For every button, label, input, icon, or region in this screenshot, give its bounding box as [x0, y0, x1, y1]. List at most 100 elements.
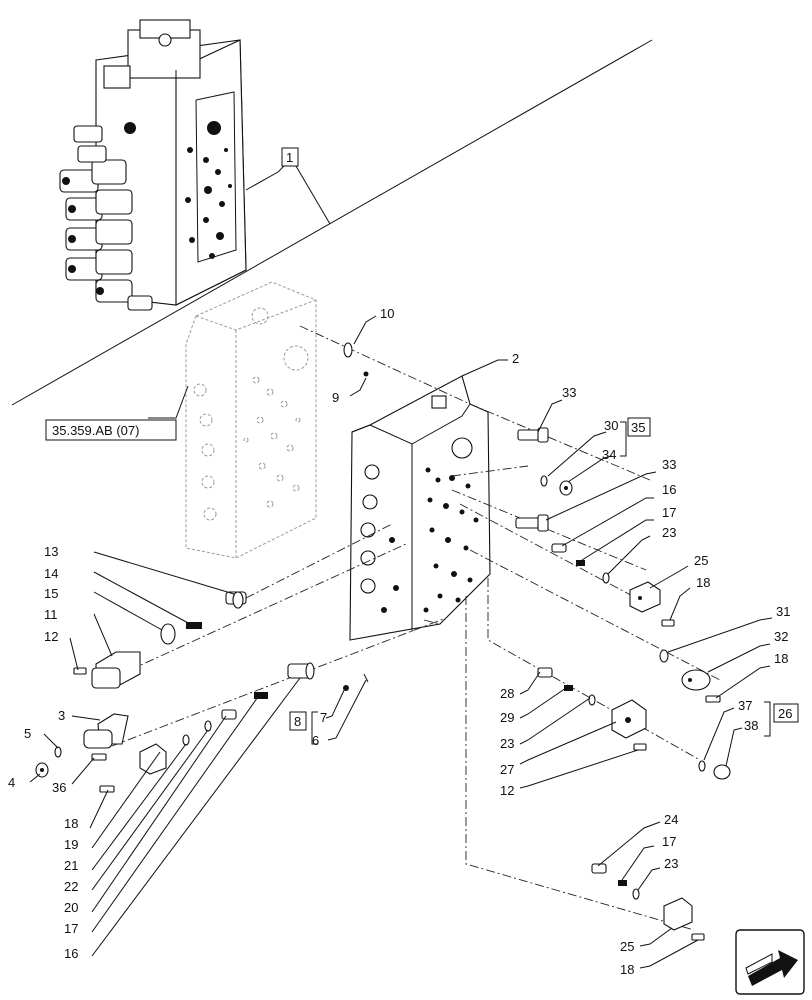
- callout-26: 26: [778, 706, 792, 721]
- o-ring-10: [343, 342, 353, 358]
- kit-bracket-35: 35: [620, 417, 651, 457]
- spool-13: [225, 591, 247, 609]
- callout-35: 35: [631, 420, 645, 435]
- callout-16-upper: 16: [662, 482, 676, 497]
- spring-29: [564, 685, 573, 691]
- callout-18-mid: 18: [774, 651, 788, 666]
- callout-19: 19: [64, 837, 78, 852]
- callout-17-left: 17: [64, 921, 78, 936]
- spring-17-upper: [576, 560, 585, 566]
- callout-34: 34: [602, 447, 616, 462]
- callout-18-upper: 18: [696, 575, 710, 590]
- callout-6: 6: [312, 733, 319, 748]
- callout-12-left: 12: [44, 629, 58, 644]
- screw-18-lower: [691, 933, 705, 941]
- callout-38: 38: [744, 718, 758, 733]
- callout-36: 36: [52, 780, 66, 795]
- direction-arrow-icon[interactable]: [735, 929, 805, 995]
- callout-22: 22: [64, 879, 78, 894]
- callout-7: 7: [320, 710, 327, 725]
- callout-23-mid: 23: [500, 736, 514, 751]
- callout-11: 11: [44, 607, 58, 622]
- callout-33-lower: 33: [662, 457, 676, 472]
- o-ring-15: [160, 623, 176, 645]
- callout-23-upper: 23: [662, 525, 676, 540]
- cover-25-lower: [663, 897, 693, 931]
- o-ring-31: [659, 649, 669, 663]
- callout-30: 30: [604, 418, 618, 433]
- screw-12-right: [633, 743, 647, 751]
- callout-3: 3: [58, 708, 65, 723]
- spool-16-lower: [287, 662, 315, 680]
- ball-9: [363, 371, 369, 377]
- bolt-33-upper: [517, 427, 549, 443]
- callout-16-left: 16: [64, 946, 78, 961]
- callout-32: 32: [774, 629, 788, 644]
- callout-28: 28: [500, 686, 514, 701]
- callout-5: 5: [24, 726, 31, 741]
- callout-25-lower: 25: [620, 939, 634, 954]
- solenoid-3: [83, 713, 129, 749]
- callout-2: 2: [512, 351, 519, 366]
- kit-bracket-8: 8: [289, 711, 318, 745]
- screw-18-upper: [661, 619, 675, 627]
- callout-9: 9: [332, 390, 339, 405]
- ring-23-upper: [602, 572, 610, 584]
- plug-38: [713, 764, 731, 780]
- o-ring-30: [540, 475, 548, 487]
- pin-6: [363, 673, 369, 683]
- callout-labels: 10 9 2 33 30 34 33 16 17 23 25 18 31 32 …: [8, 306, 790, 977]
- callout-12-right: 12: [500, 783, 514, 798]
- callout-1: 1: [286, 150, 293, 165]
- cover-25-upper: [629, 581, 661, 613]
- pin-20: [221, 709, 237, 720]
- callout-17-lower: 17: [662, 834, 676, 849]
- callout-20: 20: [64, 900, 78, 915]
- nut-4: [35, 762, 49, 778]
- screw-12-left: [73, 667, 87, 675]
- callout-33-upper: 33: [562, 385, 576, 400]
- cover-27: [611, 699, 647, 739]
- section-divider-line: [11, 39, 653, 406]
- callout-37: 37: [738, 698, 752, 713]
- bolt-33-lower: [515, 514, 549, 532]
- reference-label-box[interactable]: 35.359.AB (07): [45, 419, 177, 441]
- ring-23-lower: [632, 888, 640, 900]
- spring-17-lower: [618, 880, 627, 886]
- callout-15: 15: [44, 586, 58, 601]
- callout-13: 13: [44, 544, 58, 559]
- callout-31: 31: [776, 604, 790, 619]
- ring-22: [204, 720, 212, 732]
- callout-18-left: 18: [64, 816, 78, 831]
- spring-17-left: [254, 692, 268, 699]
- ring-21: [182, 734, 190, 746]
- callout-21: 21: [64, 858, 78, 873]
- reference-label[interactable]: 35.359.AB (07): [52, 423, 139, 438]
- pin-24: [591, 863, 607, 874]
- callout-18-lower: 18: [620, 962, 634, 977]
- o-ring-37: [698, 760, 706, 772]
- callout-17-upper: 17: [662, 505, 676, 520]
- ring-23-mid: [588, 694, 596, 706]
- phantom-housing: [185, 281, 317, 559]
- callout-24: 24: [664, 812, 678, 827]
- assembled-valve-illustration: [59, 19, 247, 311]
- callout-29: 29: [500, 710, 514, 725]
- callout-27: 27: [500, 762, 514, 777]
- assembly-callout-box: 1: [281, 147, 299, 167]
- kit-bracket-26: 26: [764, 701, 799, 737]
- callout-14: 14: [44, 566, 58, 581]
- solenoid-11: [91, 651, 141, 689]
- callout-8: 8: [294, 714, 301, 729]
- callout-25-upper: 25: [694, 553, 708, 568]
- plug-34: [559, 480, 573, 496]
- callout-23-lower: 23: [664, 856, 678, 871]
- ring-5: [54, 746, 62, 758]
- screw-36: [91, 753, 107, 761]
- valve-housing-part-2: [349, 375, 491, 641]
- pin-28: [537, 667, 553, 678]
- spring-14: [186, 622, 202, 629]
- plate-32: [681, 669, 711, 691]
- callout-4: 4: [8, 775, 15, 790]
